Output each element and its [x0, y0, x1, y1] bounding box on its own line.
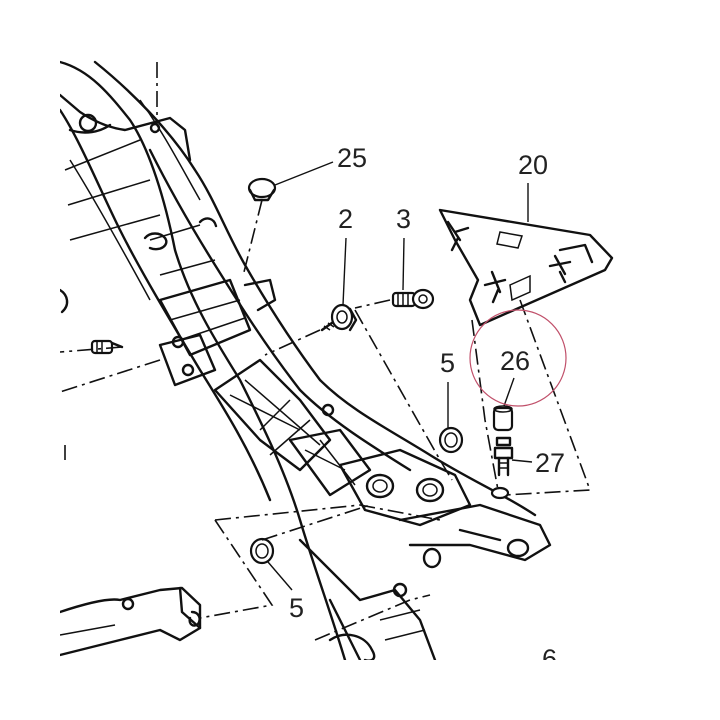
frame-main-body	[58, 60, 552, 662]
part-2-bolt	[320, 303, 358, 332]
left-screw	[90, 339, 124, 355]
part-26-spacer	[492, 405, 514, 432]
callout-26: 26	[500, 346, 530, 376]
part-27-stud	[490, 436, 514, 500]
callout-5-upper: 5	[440, 348, 455, 378]
leader-lines	[267, 161, 533, 591]
part-20-bracket-plate	[438, 208, 614, 327]
callout-3: 3	[396, 204, 411, 234]
callout-labels: 25 2 3 20 5 26 27 5 6	[289, 143, 565, 674]
callout-5-lower: 5	[289, 593, 304, 623]
highlight-circle	[469, 309, 567, 407]
callout-2: 2	[338, 204, 353, 234]
callout-27: 27	[535, 448, 565, 478]
part-5-grommet-lower	[249, 537, 275, 565]
callout-25: 25	[337, 143, 367, 173]
part-5-grommet-upper	[438, 426, 464, 454]
part-25-cap	[247, 177, 277, 202]
assembly-centerlines	[59, 62, 592, 641]
part-3-screw	[391, 288, 435, 310]
callout-20: 20	[518, 150, 548, 180]
lower-left-bracket	[58, 586, 202, 657]
